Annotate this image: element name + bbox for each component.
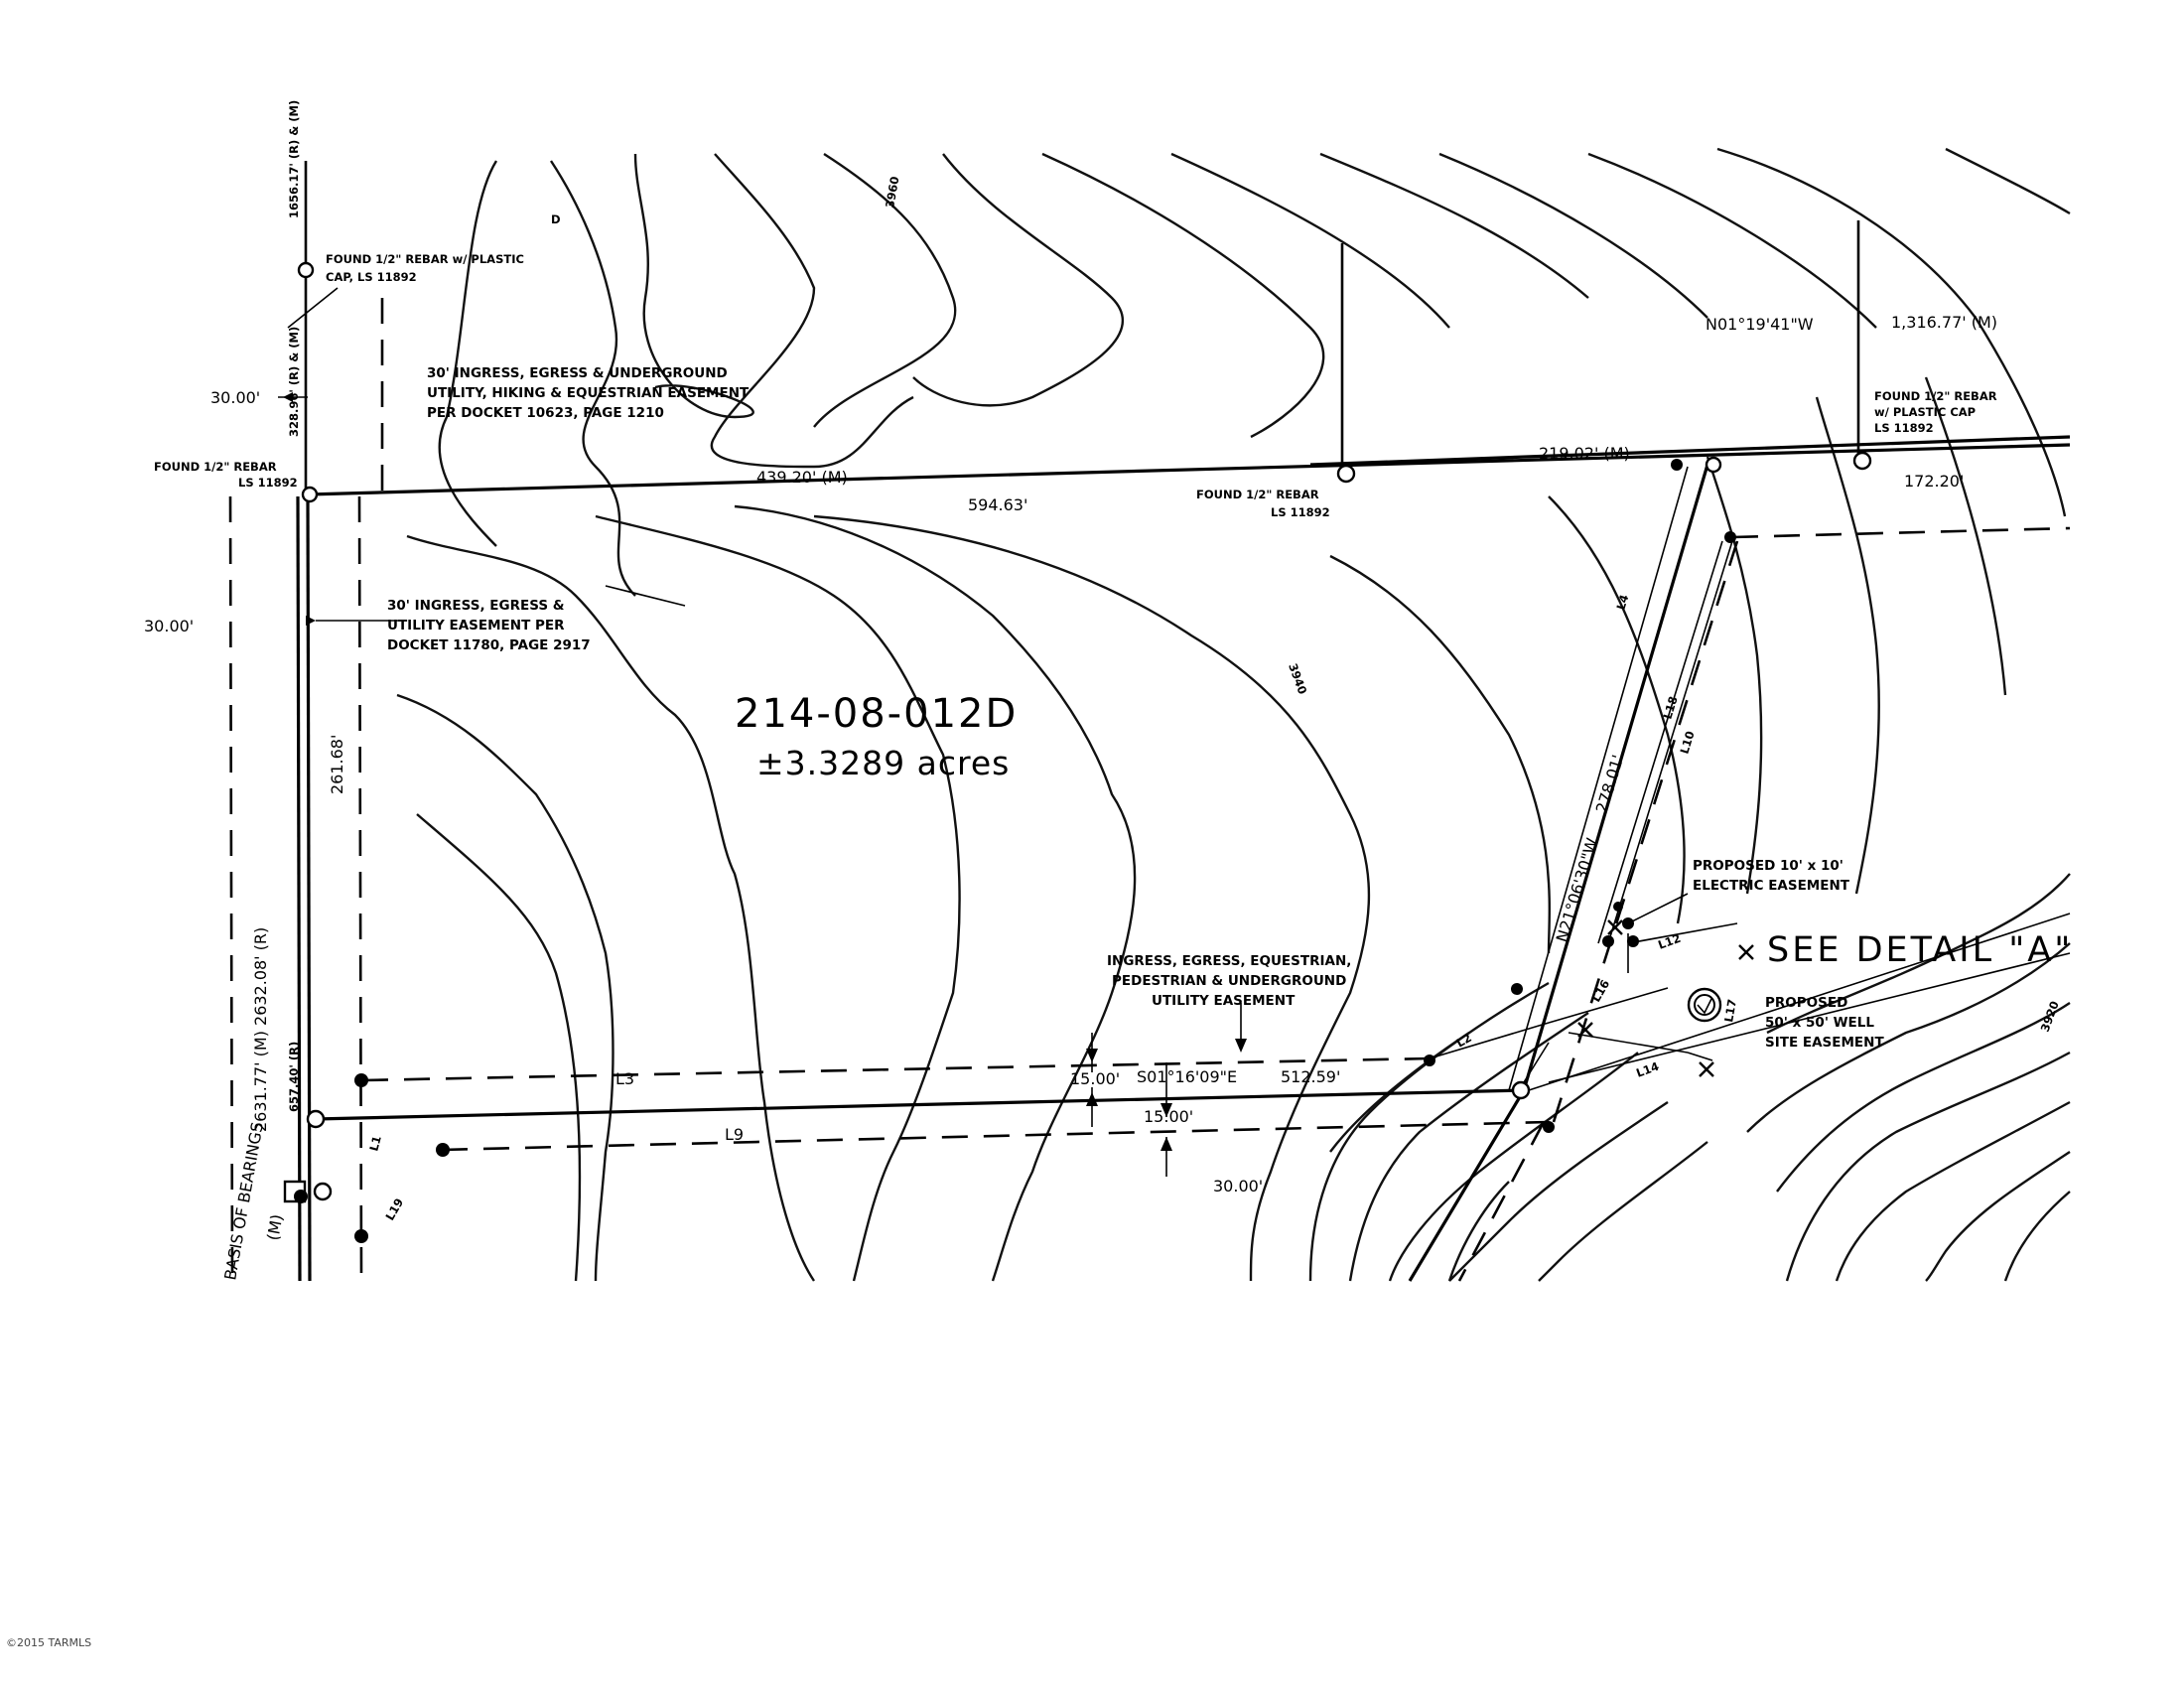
note-easement-bottom-3: UTILITY EASEMENT bbox=[1152, 993, 1296, 1009]
label-l16: L16 bbox=[1588, 977, 1612, 1004]
note-found-rebar-mid-1: FOUND 1/2" REBAR bbox=[1196, 488, 1319, 501]
dimension-labels: N01°19'41"W 1,316.77' (M) 439.20' (M) 59… bbox=[144, 100, 2062, 1282]
dim-30-bottom: 30.00' bbox=[1213, 1177, 1263, 1196]
see-detail-label: SEE DETAIL "A" bbox=[1767, 930, 2073, 970]
note-well-easement-2: 50' x 50' WELL bbox=[1765, 1015, 1874, 1031]
dim-left-m: (M) bbox=[263, 1212, 286, 1241]
x-markers bbox=[1577, 919, 1754, 1077]
survey-notes: FOUND 1/2" REBAR w/ PLASTIC CAP, LS 1189… bbox=[154, 252, 1997, 1051]
label-l14: L14 bbox=[1634, 1059, 1661, 1080]
note-found-rebar-right-2: w/ PLASTIC CAP bbox=[1874, 405, 1976, 419]
dim-30-top: 30.00' bbox=[210, 388, 260, 407]
dim-basis-of-bearings: BASIS OF BEARINGS bbox=[220, 1121, 267, 1282]
note-easement-top-3: PER DOCKET 10623, PAGE 1210 bbox=[427, 405, 664, 421]
note-well-easement-1: PROPOSED bbox=[1765, 995, 1847, 1011]
dimension-arrows bbox=[283, 392, 1247, 1151]
note-found-rebar-mid-2: LS 11892 bbox=[1271, 505, 1330, 519]
contour-label-right: 3920 bbox=[2038, 999, 2062, 1034]
dim-left-bearings: 2631.77' (M) 2632.08' (R) bbox=[251, 927, 270, 1132]
parcel-labels: 214-08-012D ±3.3289 acres SEE DETAIL "A" bbox=[735, 691, 2073, 970]
note-easement-bottom-2: PEDESTRIAN & UNDERGROUND bbox=[1112, 973, 1346, 989]
dim-vert-top: 1656.17' (R) & (M) bbox=[287, 100, 301, 218]
dim-172: 172.20' bbox=[1904, 472, 1964, 491]
dim-512: 512.59' bbox=[1281, 1067, 1340, 1086]
label-l12: L12 bbox=[1656, 931, 1683, 952]
label-l9: L9 bbox=[725, 1125, 744, 1144]
note-found-rebar-cap-top-1: FOUND 1/2" REBAR w/ PLASTIC bbox=[326, 252, 524, 266]
note-found-rebar-right-1: FOUND 1/2" REBAR bbox=[1874, 389, 1997, 403]
dim-vert-mid: 328.96' (R) & (M) bbox=[287, 327, 301, 437]
parcel-boundaries bbox=[296, 161, 2071, 1282]
note-found-rebar-left-1: FOUND 1/2" REBAR bbox=[154, 460, 277, 474]
dim-15a: 15.00' bbox=[1070, 1069, 1120, 1088]
dim-439: 439.20' (M) bbox=[756, 468, 848, 487]
note-easement-top-1: 30' INGRESS, EGRESS & UNDERGROUND bbox=[427, 365, 728, 381]
note-found-rebar-left-2: LS 11892 bbox=[238, 476, 298, 490]
dim-219: 219.02' (M) bbox=[1539, 444, 1630, 463]
label-l17: L17 bbox=[1721, 998, 1739, 1023]
dim-vert-low: 657.40' (R) bbox=[287, 1042, 301, 1112]
label-l1: L1 bbox=[366, 1134, 383, 1152]
note-easement-left-2: UTILITY EASEMENT PER bbox=[387, 618, 565, 633]
label-d: D bbox=[551, 212, 561, 226]
note-found-rebar-cap-top-2: CAP, LS 11892 bbox=[326, 270, 417, 284]
label-l19: L19 bbox=[382, 1196, 406, 1222]
note-electric-easement-2: ELECTRIC EASEMENT bbox=[1693, 878, 1850, 894]
dim-594: 594.63' bbox=[968, 495, 1027, 514]
survey-monuments bbox=[283, 261, 1872, 1243]
label-l2: L2 bbox=[1454, 1031, 1474, 1051]
dim-top-distance: 1,316.77' (M) bbox=[1891, 313, 1997, 332]
dim-15b: 15.00' bbox=[1144, 1107, 1193, 1126]
copyright-text: ©2015 TARMLS bbox=[6, 1636, 91, 1649]
dim-top-bearing: N01°19'41"W bbox=[1706, 315, 1814, 334]
easement-lines bbox=[228, 287, 2071, 1282]
note-easement-left-1: 30' INGRESS, EGRESS & bbox=[387, 598, 565, 614]
contour-label-top: 3960 bbox=[883, 176, 901, 210]
label-l4: L4 bbox=[1613, 593, 1631, 612]
label-l3: L3 bbox=[615, 1069, 634, 1088]
note-found-rebar-right-3: LS 11892 bbox=[1874, 421, 1934, 435]
parcel-acreage: ±3.3289 acres bbox=[756, 744, 1010, 782]
note-easement-top-2: UTILITY, HIKING & EQUESTRIAN EASEMENT bbox=[427, 385, 750, 401]
note-easement-left-3: DOCKET 11780, PAGE 2917 bbox=[387, 637, 591, 653]
dim-bottom-bearing: S01°16'09"E bbox=[1137, 1067, 1237, 1086]
contour-label-mid: 3940 bbox=[1286, 661, 1309, 696]
dim-261: 261.68' bbox=[328, 735, 346, 794]
dim-30-left: 30.00' bbox=[144, 617, 194, 635]
label-l10: L10 bbox=[1677, 729, 1697, 755]
label-l18: L18 bbox=[1660, 694, 1680, 720]
parcel-id: 214-08-012D bbox=[735, 691, 1018, 737]
note-electric-easement-1: PROPOSED 10' x 10' bbox=[1693, 858, 1843, 874]
note-well-easement-3: SITE EASEMENT bbox=[1765, 1035, 1884, 1051]
note-easement-bottom-1: INGRESS, EGRESS, EQUESTRIAN, bbox=[1107, 953, 1351, 969]
